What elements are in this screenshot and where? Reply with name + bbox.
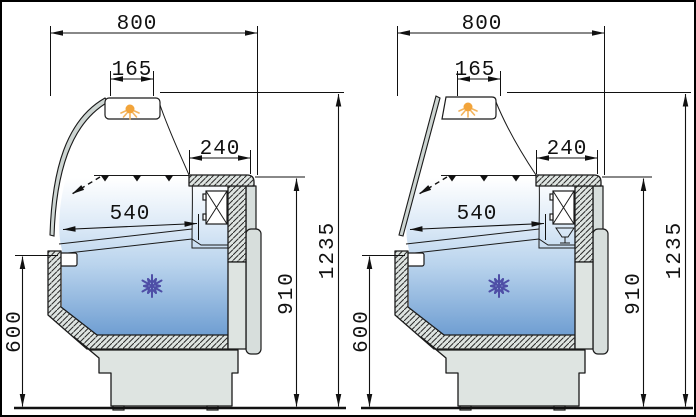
lamp-icon xyxy=(458,102,478,118)
dim-deck-depth: 540 xyxy=(457,203,498,226)
dimension-labels: 800 165 240 540 600 910 1235 xyxy=(4,13,340,353)
dim-front-height: 600 xyxy=(351,309,374,353)
dim-lamp-width: 165 xyxy=(455,59,496,82)
canopy-edge xyxy=(495,101,537,176)
dim-rear-top-depth: 240 xyxy=(200,138,241,161)
dim-overall-height: 1235 xyxy=(664,221,687,279)
dimension-labels: 800 165 240 540 600 910 1235 xyxy=(351,13,687,353)
dim-rear-top-depth: 240 xyxy=(547,138,588,161)
dim-deck-depth: 540 xyxy=(110,203,151,226)
dim-overall-depth: 800 xyxy=(462,13,503,36)
drain-funnel xyxy=(555,227,575,244)
dim-front-height: 600 xyxy=(4,309,27,353)
unit-curved-glass-case: 800 165 240 540 600 910 1235 xyxy=(4,13,346,410)
lamp-icon xyxy=(120,104,140,120)
unit-straight-glass-case: 800 165 240 540 600 910 1235 xyxy=(351,13,693,410)
dim-lamp-width: 165 xyxy=(112,59,153,82)
dim-overall-depth: 800 xyxy=(117,13,158,36)
glass-front-straight xyxy=(398,95,441,237)
canopy-edge xyxy=(158,101,190,176)
dim-rear-height: 910 xyxy=(276,271,299,315)
dim-overall-height: 1235 xyxy=(317,221,340,279)
dim-rear-height: 910 xyxy=(623,271,646,315)
